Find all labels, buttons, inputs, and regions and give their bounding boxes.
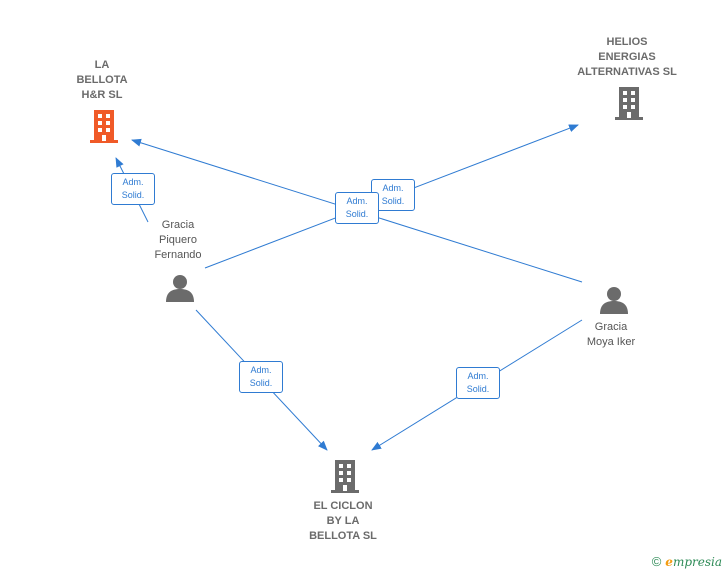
edge-label-moya-elciclon[interactable]: Adm. Solid.: [456, 367, 500, 399]
company-label-helios[interactable]: HELIOS ENERGIAS ALTERNATIVAS SL: [577, 36, 677, 78]
company-label-el-ciclon[interactable]: EL CICLON BY LA BELLOTA SL: [309, 500, 377, 542]
empresia-watermark: ©empresia: [652, 554, 722, 569]
edge-label-piquero-elciclon[interactable]: Adm. Solid.: [239, 361, 283, 393]
empresia-logo: empresia: [665, 555, 722, 569]
company-label-la-bellota[interactable]: LA BELLOTA H&R SL: [76, 59, 128, 101]
person-icon-gracia-piquero[interactable]: [164, 272, 196, 304]
person-label-gracia-moya[interactable]: Gracia Moya Iker: [586, 321, 636, 348]
copyright-symbol: ©: [651, 554, 662, 569]
edge-label-moya-labellota[interactable]: Adm. Solid.: [335, 192, 379, 224]
building-icon-helios[interactable]: [613, 85, 645, 121]
person-icon-gracia-moya[interactable]: [598, 284, 630, 316]
building-icon-el-ciclon[interactable]: [329, 458, 361, 494]
building-icon-la-bellota[interactable]: [88, 108, 120, 144]
person-label-gracia-piquero[interactable]: Gracia Piquero Fernando: [154, 219, 202, 261]
edge-label-piquero-labellota[interactable]: Adm. Solid.: [111, 173, 155, 205]
